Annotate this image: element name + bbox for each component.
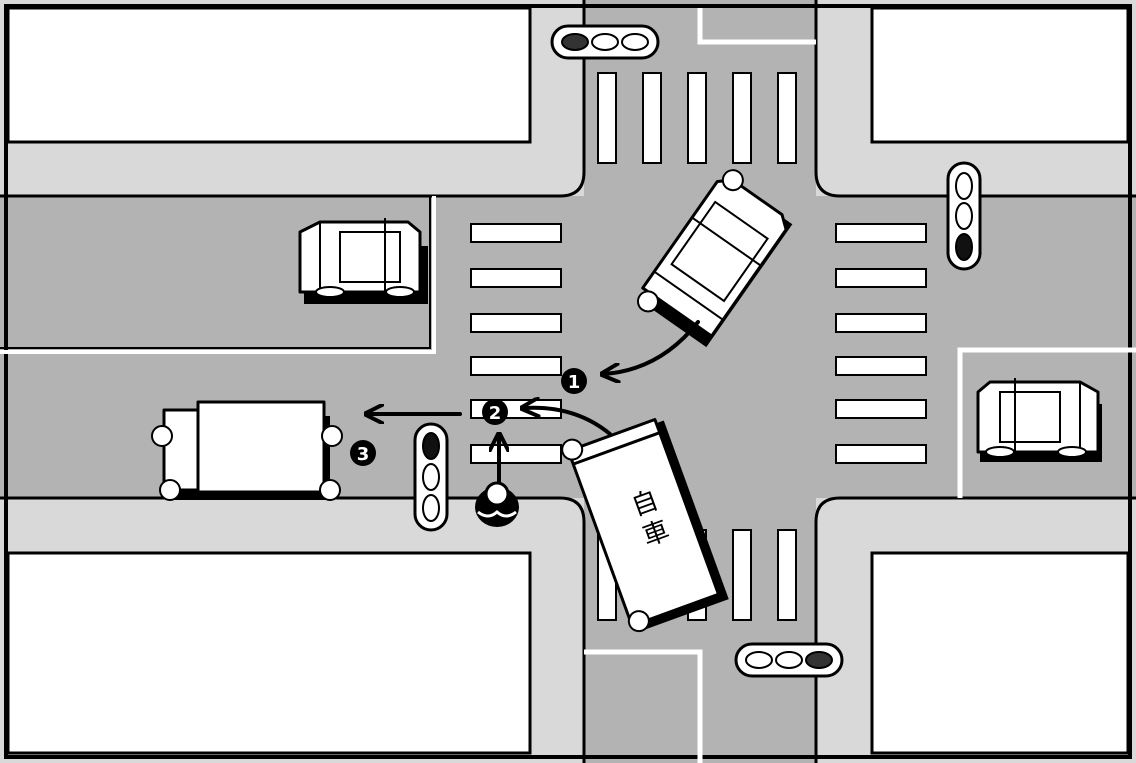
traffic-signal-east (946, 161, 982, 271)
block-top-right (870, 6, 1130, 144)
block-top-left (6, 6, 532, 144)
curb-corner-br (814, 496, 1136, 763)
path-arrow-turning (604, 320, 700, 374)
own-truck: 自 車 (561, 417, 729, 633)
parked-car-east (976, 378, 1102, 462)
traffic-signal-west (413, 422, 449, 532)
lead-truck (151, 400, 343, 501)
block-bottom-right (870, 551, 1130, 755)
parked-car-west (298, 218, 428, 304)
svg-text:2: 2 (489, 403, 502, 424)
lane-divider-west (0, 196, 431, 349)
traffic-signal-north (550, 24, 660, 60)
marker-1: 1 (561, 368, 587, 394)
crosswalk-north (597, 72, 797, 164)
lane-divider-west-white (0, 196, 436, 354)
frame (4, 4, 1132, 759)
marker-2: 2 (482, 399, 508, 425)
curb-corner-tr (814, 0, 1136, 198)
lane-divider-east (957, 347, 1136, 498)
traffic-signal-south (734, 642, 844, 678)
svg-text:3: 3 (357, 444, 370, 465)
path-arrow-own-turn (524, 408, 612, 436)
curb-corner-tl (0, 0, 586, 198)
lane-divider-north (697, 8, 816, 45)
turning-car (636, 169, 793, 348)
curb-corner-bl (0, 496, 586, 763)
pedestrian (475, 481, 519, 527)
block-bottom-left (6, 551, 532, 755)
marker-3: 3 (350, 440, 376, 466)
crosswalk-east (835, 223, 927, 464)
lane-divider-south (584, 649, 703, 763)
svg-text:1: 1 (568, 372, 581, 393)
